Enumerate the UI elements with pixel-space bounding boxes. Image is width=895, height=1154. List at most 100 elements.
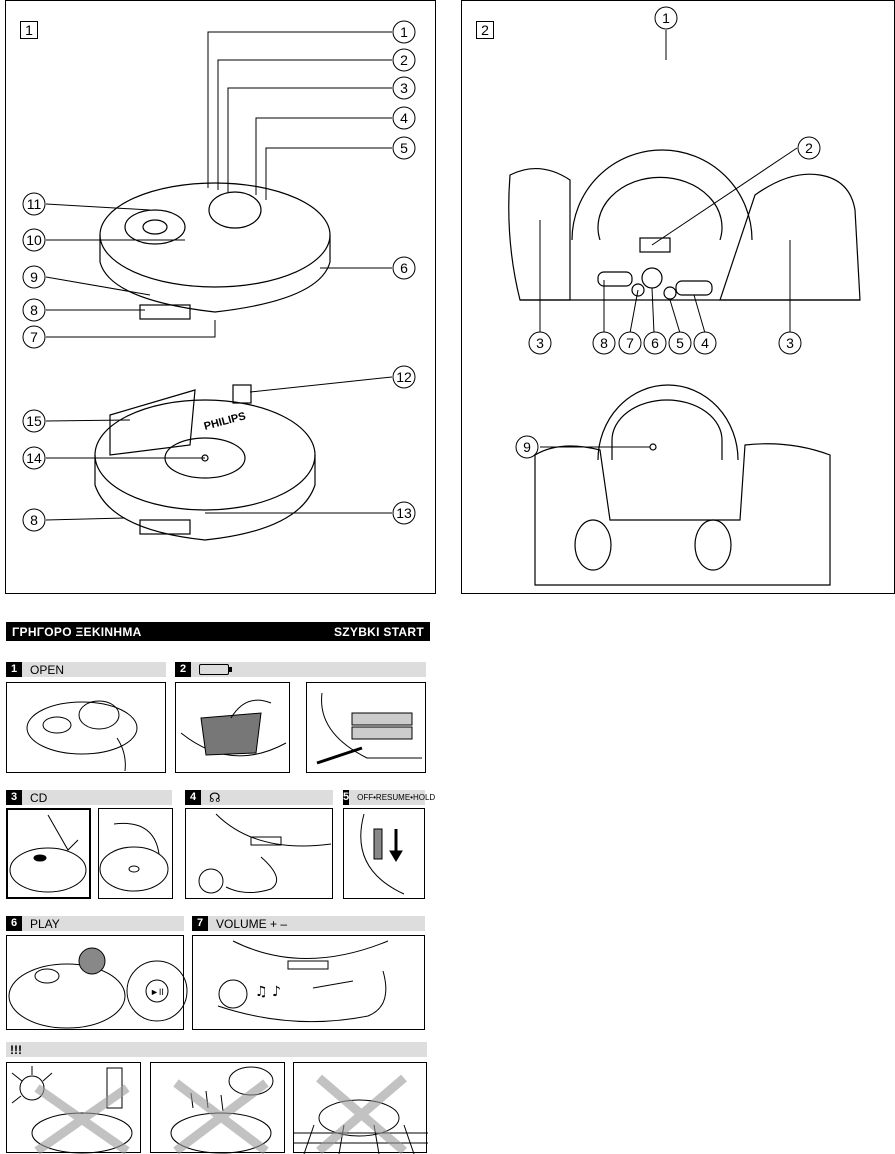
step-5-hold-switch-image bbox=[343, 808, 425, 899]
battery-insert-drawing bbox=[316, 692, 422, 765]
svg-text:11: 11 bbox=[27, 196, 42, 212]
svg-text:►II: ►II bbox=[150, 987, 164, 997]
step-label: CD bbox=[30, 790, 48, 805]
svg-text:5: 5 bbox=[400, 140, 408, 156]
step-1-open-image bbox=[6, 682, 166, 773]
docking-station-front-drawing bbox=[508, 149, 861, 301]
step-5-header: 5 OFF•RESUME•HOLD bbox=[343, 790, 435, 805]
callout-2-1: 1 bbox=[654, 6, 678, 30]
callout-2-5: 5 bbox=[668, 331, 692, 355]
svg-text:5: 5 bbox=[676, 335, 684, 351]
step-number: 2 bbox=[175, 662, 191, 677]
svg-text:4: 4 bbox=[400, 110, 408, 126]
leader-lines bbox=[45, 31, 393, 521]
headphones-icon: ☊ bbox=[209, 789, 221, 805]
step-4-header: 4 ☊ bbox=[185, 790, 333, 805]
svg-text:8: 8 bbox=[30, 512, 38, 528]
warning-label: !!! bbox=[10, 1042, 22, 1057]
callout-2-6: 6 bbox=[643, 331, 667, 355]
callout-1-13: 13 bbox=[392, 501, 416, 525]
svg-text:4: 4 bbox=[701, 335, 709, 351]
docking-station-back-drawing bbox=[534, 384, 831, 586]
svg-text:3: 3 bbox=[786, 335, 794, 351]
callout-1-4: 4 bbox=[392, 106, 416, 130]
panel-number: 2 bbox=[476, 21, 494, 39]
warning-drop-image bbox=[293, 1062, 428, 1154]
quick-start-title-greek: ΓΡΗΓΟΡΟ ΞΕΚΙΝΗΜΑ bbox=[12, 624, 142, 639]
battery-icon bbox=[199, 664, 232, 675]
no-heat-drawing bbox=[11, 1066, 133, 1154]
hold-switch-drawing bbox=[360, 813, 405, 895]
headphone-plug-drawing bbox=[198, 813, 332, 894]
svg-text:14: 14 bbox=[26, 450, 42, 466]
svg-text:10: 10 bbox=[26, 232, 42, 248]
callout-1-8: 8 bbox=[22, 298, 46, 322]
step-3-header: 3 CD bbox=[6, 790, 172, 805]
warning-header: !!! bbox=[6, 1042, 427, 1057]
callout-1-10: 10 bbox=[22, 228, 46, 252]
cd-player-top-drawing bbox=[99, 182, 331, 320]
volume-drawing: ♫ ♪ bbox=[217, 940, 389, 1023]
callout-1-1: 1 bbox=[392, 20, 416, 44]
callout-1-3: 3 bbox=[392, 76, 416, 100]
step-label: OPEN bbox=[30, 662, 65, 677]
step-3-insert-cd-image bbox=[6, 808, 91, 899]
svg-text:3: 3 bbox=[536, 335, 544, 351]
svg-text:6: 6 bbox=[651, 335, 659, 351]
step-label: OFF•RESUME•HOLD bbox=[357, 793, 436, 802]
battery-door-drawing bbox=[180, 699, 287, 757]
callout-1-15: 15 bbox=[22, 409, 46, 433]
callout-2-4: 4 bbox=[693, 331, 717, 355]
step-2-header: 2 bbox=[175, 662, 426, 677]
callout-1-8b: 8 bbox=[22, 508, 46, 532]
svg-text:3: 3 bbox=[400, 80, 408, 96]
callout-2-8: 8 bbox=[592, 331, 616, 355]
callout-2-7: 7 bbox=[618, 331, 642, 355]
cd-player-bottom-drawing bbox=[94, 384, 316, 541]
svg-text:8: 8 bbox=[600, 335, 608, 351]
svg-text:1: 1 bbox=[400, 24, 408, 40]
warning-water-image bbox=[150, 1062, 285, 1154]
step-4-headphones-image bbox=[185, 808, 333, 899]
insert-cd-drawing bbox=[9, 814, 87, 893]
svg-text:♫ ♪: ♫ ♪ bbox=[255, 984, 281, 1000]
callout-2-3b: 3 bbox=[778, 331, 802, 355]
callout-1-2: 2 bbox=[392, 48, 416, 72]
leader-lines bbox=[539, 30, 798, 448]
callout-1-7: 7 bbox=[22, 325, 46, 349]
step-7-volume-image: ♫ ♪ bbox=[192, 935, 425, 1030]
step-1-header: 1 OPEN bbox=[6, 662, 166, 677]
callout-1-6: 6 bbox=[392, 256, 416, 280]
svg-text:9: 9 bbox=[523, 439, 531, 455]
no-water-drawing bbox=[170, 1066, 274, 1154]
svg-text:12: 12 bbox=[396, 369, 412, 385]
step-label: PLAY bbox=[30, 916, 60, 931]
step-number: 4 bbox=[185, 790, 201, 805]
step-6-play-image: ►II bbox=[6, 935, 188, 1030]
callout-1-5: 5 bbox=[392, 136, 416, 160]
step-2-battery-door-image bbox=[175, 682, 290, 773]
step-label: VOLUME + – bbox=[216, 916, 288, 931]
step-number: 1 bbox=[6, 662, 22, 677]
close-lid-drawing bbox=[99, 822, 169, 892]
svg-text:6: 6 bbox=[400, 260, 408, 276]
quick-start-title-polish: SZYBKI START bbox=[333, 624, 424, 639]
callout-2-2: 2 bbox=[797, 136, 821, 160]
callout-1-14: 14 bbox=[22, 446, 46, 470]
svg-text:15: 15 bbox=[26, 413, 42, 429]
callout-1-11: 11 bbox=[22, 192, 46, 216]
callout-2-9: 9 bbox=[515, 435, 539, 459]
quick-start-title-bar: ΓΡΗΓΟΡΟ ΞΕΚΙΝΗΜΑ SZYBKI START bbox=[6, 622, 430, 641]
warning-heat-image bbox=[6, 1062, 141, 1154]
callout-1-9: 9 bbox=[22, 265, 46, 289]
step-7-header: 7 VOLUME + – bbox=[192, 916, 425, 931]
step-2-battery-insert-image bbox=[306, 682, 426, 773]
step-number: 6 bbox=[6, 916, 22, 931]
open-lid-drawing bbox=[26, 700, 138, 772]
step-3-close-lid-image bbox=[98, 808, 173, 899]
step-number: 3 bbox=[6, 790, 22, 805]
panel-number: 1 bbox=[20, 21, 38, 39]
callout-2-3a: 3 bbox=[528, 331, 552, 355]
figure-panel-1: 1 bbox=[5, 0, 436, 594]
